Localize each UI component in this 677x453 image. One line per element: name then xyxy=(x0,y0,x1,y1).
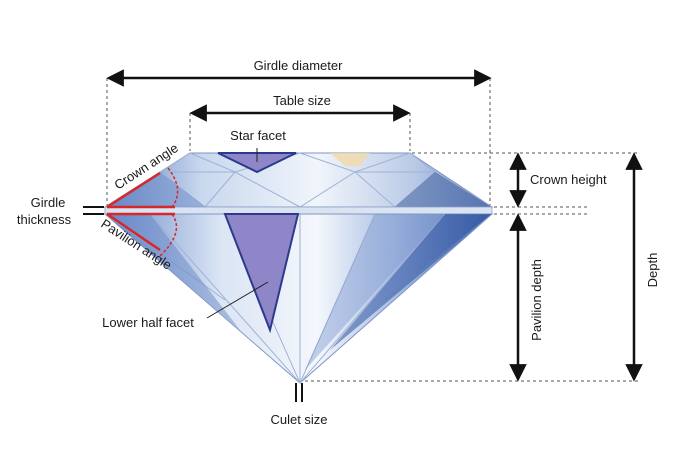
dimension-arrows xyxy=(106,69,643,382)
diamond-body xyxy=(103,152,494,384)
angle-markers xyxy=(106,167,179,257)
lower-half-facet-shape xyxy=(223,213,300,334)
culet-size-label: Culet size xyxy=(270,412,327,427)
leader-lines xyxy=(206,148,269,319)
crown-left-dark-facet xyxy=(105,172,205,207)
table-gold-reflection xyxy=(330,153,370,166)
crown-height-label: Crown height xyxy=(530,172,607,187)
pavilion-mid-shade xyxy=(305,214,445,370)
table-size-label: Table size xyxy=(273,93,331,108)
crown-right-dark-facet xyxy=(395,172,492,207)
girdle-thickness-label-line2: thickness xyxy=(17,212,72,227)
girdle-thickness-label-line1: Girdle xyxy=(31,195,66,210)
depth-label: Depth xyxy=(645,253,660,288)
pavilion-left-shade xyxy=(105,214,240,330)
lower-half-facet-label: Lower half facet xyxy=(102,315,194,330)
pavilion-right-shade xyxy=(330,214,492,350)
star-facet-label: Star facet xyxy=(230,128,286,143)
girdle-diameter-label: Girdle diameter xyxy=(254,58,344,73)
girdle-thickness-marker xyxy=(83,206,104,215)
culet-marker xyxy=(295,383,303,402)
pavilion-depth-label: Pavilion depth xyxy=(529,259,544,341)
